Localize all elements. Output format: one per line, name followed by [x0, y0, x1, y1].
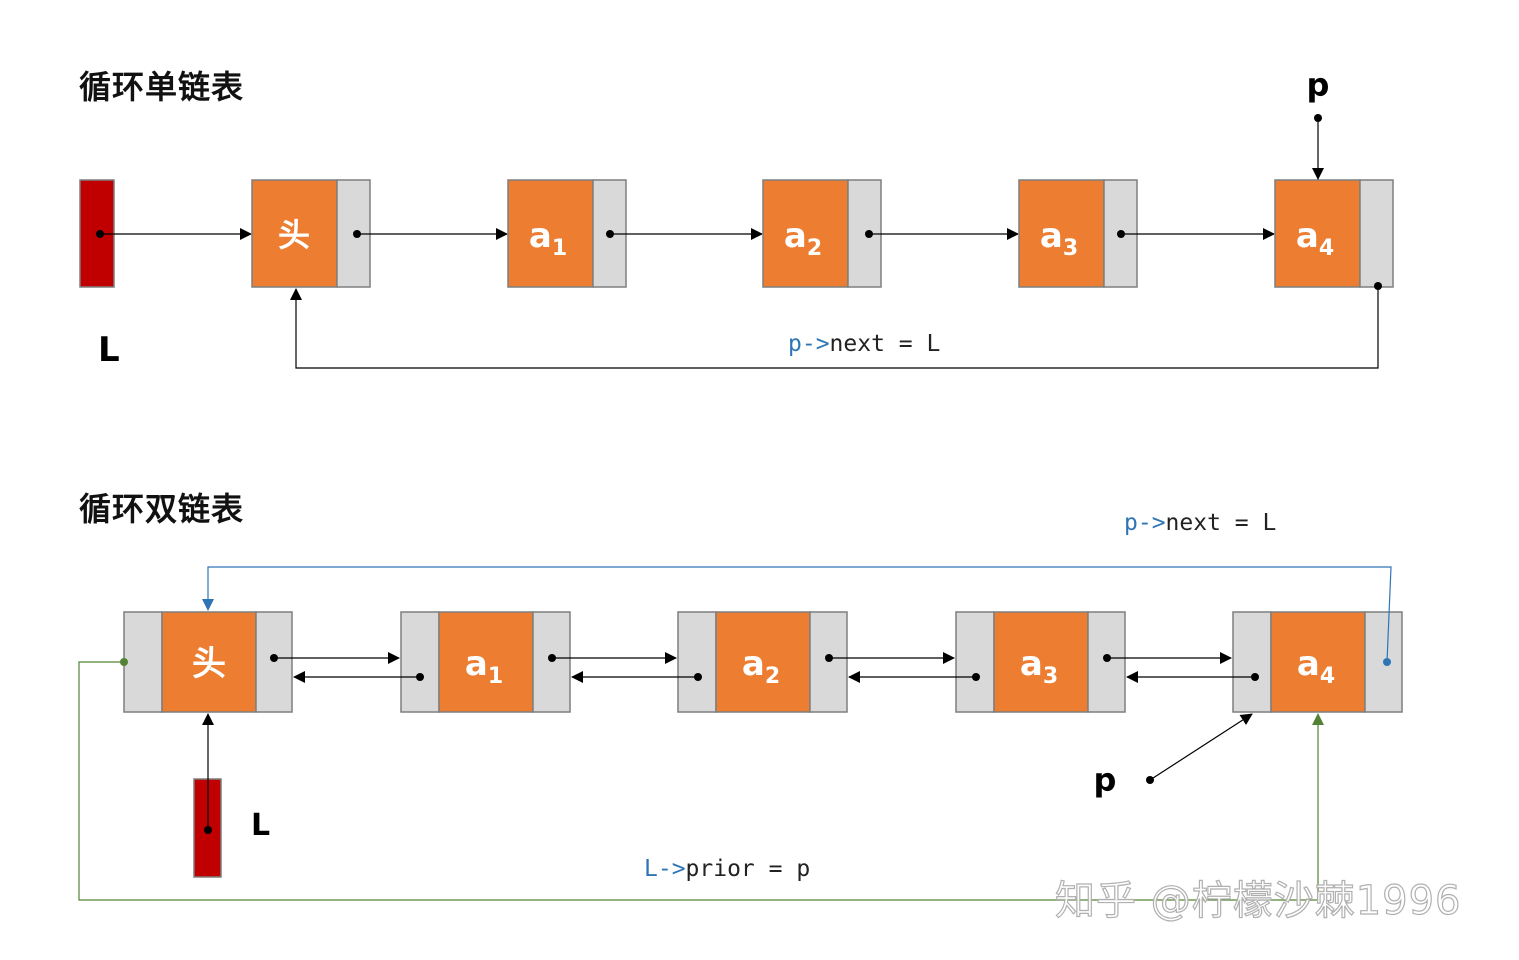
svg-text:a2: a2	[742, 644, 780, 689]
double-caption-next: p->next = L	[1124, 510, 1276, 536]
double-caption-prior: L->prior = p	[644, 856, 810, 882]
double-p-label: p	[1094, 761, 1117, 799]
double-node-a4-sub: 4	[1320, 664, 1335, 689]
double-node-a2-label: a	[742, 644, 765, 684]
double-l-label: L	[251, 808, 270, 843]
single-node-a3-sub: 3	[1063, 236, 1078, 261]
svg-text:a1: a1	[529, 216, 567, 261]
single-caption: p->next = L	[788, 331, 940, 357]
single-list-title: 循环单链表	[79, 68, 245, 106]
double-head-node: 头	[120, 611, 293, 713]
single-node-a1-sub: 1	[552, 236, 567, 261]
single-node-a3: a3	[1018, 179, 1138, 288]
single-linked-list: L 头 a1 a2 a3	[79, 66, 1394, 370]
single-node-a4-sub: 4	[1319, 236, 1334, 261]
single-node-a4-label: a	[1296, 216, 1319, 256]
double-node-a3-label: a	[1020, 644, 1043, 684]
single-node-a2: a2	[762, 179, 882, 288]
single-l-label: L	[98, 330, 120, 370]
single-node-a1: a1	[507, 179, 627, 288]
svg-text:a3: a3	[1040, 216, 1078, 261]
svg-text:a2: a2	[784, 216, 822, 261]
single-node-a3-label: a	[1040, 216, 1063, 256]
single-p-label: p	[1307, 66, 1330, 104]
double-node-a4: a4	[1232, 611, 1403, 713]
double-node-a1-label: a	[465, 644, 488, 684]
double-node-a3: a3	[955, 611, 1126, 713]
single-head-label: 头	[278, 216, 310, 254]
single-node-a2-label: a	[784, 216, 807, 256]
svg-text:a4: a4	[1297, 644, 1335, 689]
single-node-a4: a4	[1274, 179, 1394, 290]
double-node-a4-label: a	[1297, 644, 1320, 684]
single-head-node: 头	[251, 179, 371, 288]
svg-text:a4: a4	[1296, 216, 1334, 261]
double-head-label: 头	[192, 644, 226, 684]
svg-text:a3: a3	[1020, 644, 1058, 689]
double-node-a2: a2	[677, 611, 848, 713]
double-linked-list: 头 a1 a2 a3	[78, 510, 1403, 901]
double-list-title: 循环双链表	[79, 490, 245, 528]
double-node-a1: a1	[400, 611, 571, 713]
double-node-a1-sub: 1	[488, 664, 503, 689]
double-node-a2-sub: 2	[765, 664, 780, 689]
single-node-a2-sub: 2	[807, 236, 822, 261]
single-node-a1-label: a	[529, 216, 552, 256]
double-node-a3-sub: 3	[1043, 664, 1058, 689]
svg-text:a1: a1	[465, 644, 503, 689]
watermark: 知乎 @柠檬沙棘1996	[1054, 877, 1462, 924]
